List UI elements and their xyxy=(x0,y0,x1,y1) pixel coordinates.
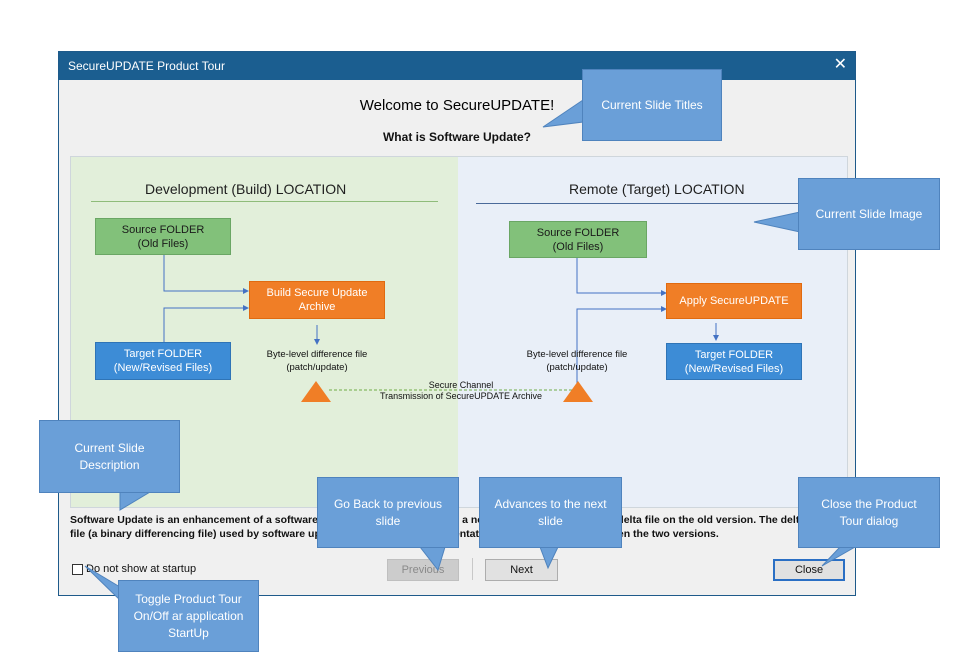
slide-description: Software Update is an enhancement of a s… xyxy=(70,514,806,540)
target-heading-underline xyxy=(476,203,816,204)
close-icon[interactable]: ✕ xyxy=(833,56,847,73)
callout-slide-titles: Current Slide Titles xyxy=(582,69,722,141)
slide-title: Welcome to SecureUPDATE! xyxy=(359,97,555,114)
right-triangle-shape xyxy=(563,381,593,402)
left-triangle-shape xyxy=(301,381,331,402)
previous-button[interactable]: Previous xyxy=(387,559,459,581)
secure-channel-label: Secure Channel Transmission of SecureUPD… xyxy=(379,380,543,401)
callout-slide-description: Current Slide Description xyxy=(39,420,180,493)
left-target-folder-box: Target FOLDER (New/Revised Files) xyxy=(95,342,231,380)
right-target-folder-box: Target FOLDER (New/Revised Files) xyxy=(666,343,802,380)
callout-close: Close the Product Tour dialog xyxy=(798,477,940,548)
slide-image: Development (Build) LOCATION Source FOLD… xyxy=(70,156,848,508)
next-button[interactable]: Next xyxy=(485,559,558,581)
slide-subtitle: What is Software Update? xyxy=(382,130,531,144)
right-source-folder-box: Source FOLDER (Old Files) xyxy=(509,221,647,258)
right-diff-file-label: Byte-level difference file (patch/update… xyxy=(526,349,628,373)
callout-toggle-startup: Toggle Product Tour On/Off ar applicatio… xyxy=(118,580,259,652)
window-title: SecureUPDATE Product Tour xyxy=(68,59,225,73)
callout-slide-image: Current Slide Image xyxy=(798,178,940,250)
button-separator xyxy=(472,558,473,580)
close-button[interactable]: Close xyxy=(773,559,845,581)
title-bar[interactable]: SecureUPDATE Product Tour ✕ xyxy=(59,52,855,80)
build-archive-box: Build Secure Update Archive xyxy=(249,281,385,319)
target-location-heading: Remote (Target) LOCATION xyxy=(569,181,745,197)
startup-checkbox[interactable] xyxy=(72,564,83,575)
callout-previous: Go Back to previous slide xyxy=(317,477,459,548)
startup-checkbox-label[interactable]: Do not show at startup xyxy=(86,563,197,575)
build-location-heading: Development (Build) LOCATION xyxy=(145,181,347,197)
build-heading-underline xyxy=(91,201,438,202)
left-source-folder-box: Source FOLDER (Old Files) xyxy=(95,218,231,255)
left-diff-file-label: Byte-level difference file (patch/update… xyxy=(266,349,368,373)
apply-secureupdate-box: Apply SecureUPDATE xyxy=(666,283,802,319)
callout-next: Advances to the next slide xyxy=(479,477,622,548)
diagram-connectors xyxy=(163,255,719,402)
